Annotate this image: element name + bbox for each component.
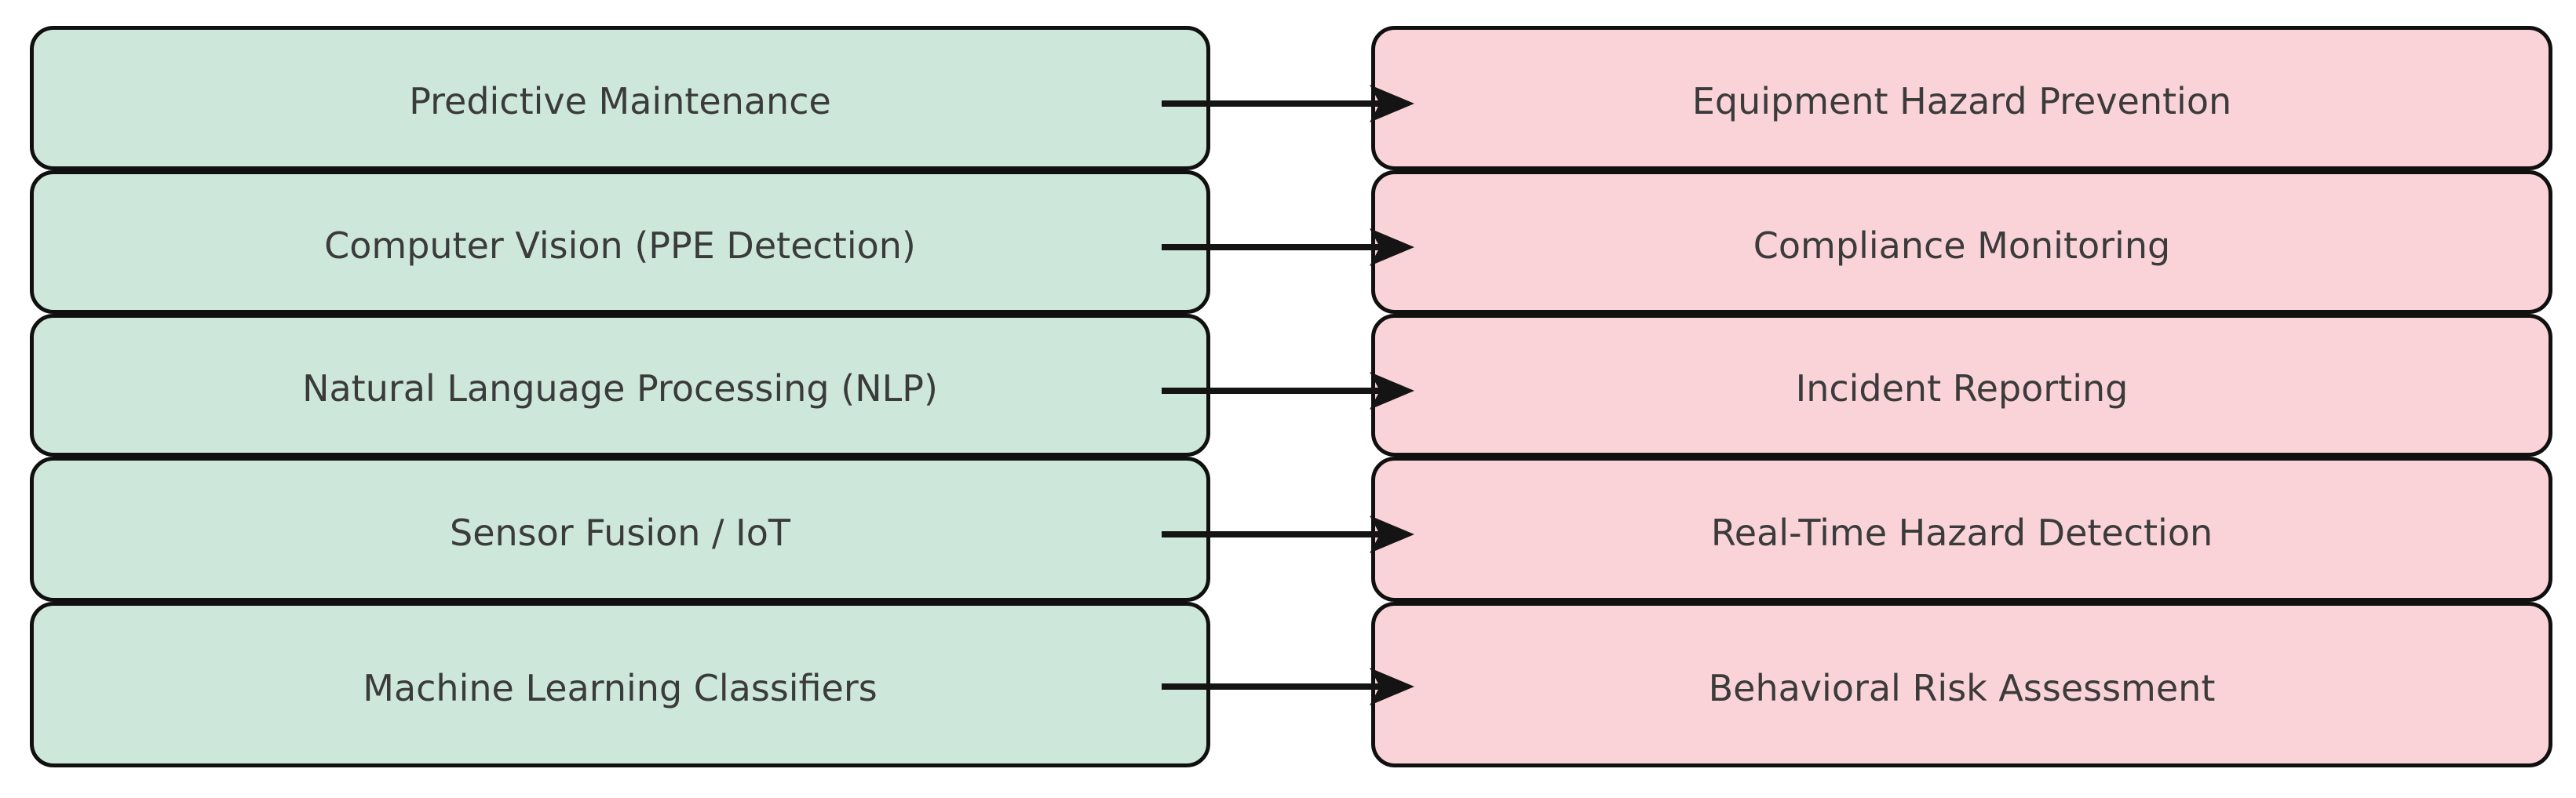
node-label: Machine Learning Classifiers [363,666,878,709]
node-label: Incident Reporting [1795,367,2129,410]
node-natural-language-processing: Natural Language Processing (NLP) [30,314,1210,457]
node-machine-learning-classifiers: Machine Learning Classifiers [30,602,1210,767]
node-label: Behavioral Risk Assessment [1708,666,2216,709]
node-label: Computer Vision (PPE Detection) [324,224,916,267]
node-label: Compliance Monitoring [1753,224,2171,267]
node-label: Sensor Fusion / IoT [450,511,790,554]
node-incident-reporting: Incident Reporting [1371,314,2552,457]
node-label: Predictive Maintenance [409,80,831,123]
node-label: Natural Language Processing (NLP) [302,367,938,410]
node-real-time-hazard-detection: Real-Time Hazard Detection [1371,457,2552,602]
node-compliance-monitoring: Compliance Monitoring [1371,170,2552,314]
node-equipment-hazard-prevention: Equipment Hazard Prevention [1371,26,2552,170]
node-behavioral-risk-assessment: Behavioral Risk Assessment [1371,602,2552,767]
node-sensor-fusion-iot: Sensor Fusion / IoT [30,457,1210,602]
node-predictive-maintenance: Predictive Maintenance [30,26,1210,170]
node-label: Equipment Hazard Prevention [1691,80,2232,123]
node-computer-vision-ppe-detection: Computer Vision (PPE Detection) [30,170,1210,314]
node-label: Real-Time Hazard Detection [1710,511,2213,554]
